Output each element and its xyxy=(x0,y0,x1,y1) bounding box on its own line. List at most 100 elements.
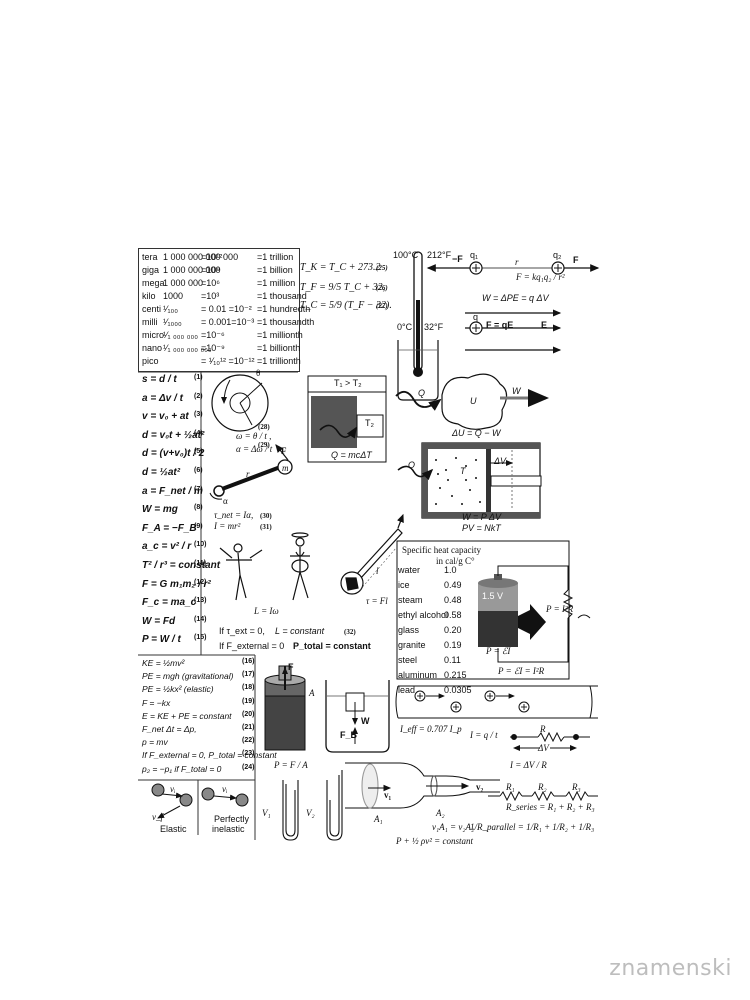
eq-text: a_c = v² / r xyxy=(142,541,192,553)
vi-label-elastic: vᵢ xyxy=(170,784,176,794)
temp-eq-26-num: (26) xyxy=(376,284,388,292)
energy-equations: KE = ½mv²(16)PE = mgh (gravitational)(17… xyxy=(142,658,277,778)
eq-number: (23) xyxy=(242,750,255,758)
parallel-resistance: 1/R_parallel = 1/R₁ + 1/R₂ + 1/R₃ xyxy=(470,822,595,832)
eq-text: a = F_net / m xyxy=(142,485,203,497)
a2-label: A₂ xyxy=(436,808,445,818)
eq-number: (18) xyxy=(242,684,255,692)
delta-v-label: ΔV xyxy=(494,456,507,466)
eq-text: E = KE + PE = constant xyxy=(142,710,232,721)
heat-value: 0.0305 xyxy=(444,685,472,695)
prefix-value: 1000 xyxy=(163,291,184,301)
eq-text: p₂ = −p₁ if F_total = 0 xyxy=(142,763,222,774)
field-e-label: E xyxy=(541,320,548,330)
eq-text: P = W / t xyxy=(142,634,181,646)
battery-circuit xyxy=(478,565,591,663)
p-total-constant: P_total = constant xyxy=(293,641,371,651)
collision-diagram xyxy=(151,783,249,819)
eq-text: PE = ½kx² (elastic) xyxy=(142,684,214,695)
eq-number: (3) xyxy=(194,411,203,419)
t2-label: T₂ xyxy=(365,418,374,428)
work-potential: W = ΔPE = q ΔV xyxy=(482,293,549,303)
kinematics-eq: W = mg(8) xyxy=(142,504,203,515)
delta-v-r-label: ΔV xyxy=(538,743,549,753)
heat-value: 0.48 xyxy=(444,595,462,605)
first-law-diagram xyxy=(395,373,549,430)
v2-tube-label: V₂ xyxy=(306,808,315,818)
theta-label: θ xyxy=(256,368,261,378)
eq-32: (32) xyxy=(344,628,356,636)
eq-number: (5) xyxy=(194,448,203,456)
eq-31: (31) xyxy=(260,523,272,531)
f-external-condition: If F_external = 0 xyxy=(219,641,285,651)
l-label: l xyxy=(376,566,379,576)
t1-t2-label: T₁ > T₂ xyxy=(334,378,362,388)
prefix-name: kilo xyxy=(142,291,156,301)
material: ice xyxy=(398,580,410,590)
neg-force-label: −F xyxy=(452,254,463,264)
power-ei: P = ℰI xyxy=(486,646,511,656)
eq-text: If F_external = 0, P_total = constant xyxy=(142,750,277,761)
eq-number: (6) xyxy=(194,467,203,474)
prefix-word: =1 thousand xyxy=(257,291,307,301)
eq-number: (11) xyxy=(194,560,207,567)
angular-accel-eq: α = Δω / t xyxy=(236,444,273,454)
q1-label: q₁ xyxy=(470,250,479,260)
thermo-c-top: 100°C xyxy=(393,250,419,260)
material: glass xyxy=(398,625,420,635)
energy-eq: F_net Δt = Δp,(21) xyxy=(142,724,254,734)
eq-number: (17) xyxy=(242,671,255,679)
torque-eq: τ_net = Iα, xyxy=(214,510,254,520)
eq-text: d = ½at² xyxy=(142,467,181,478)
piston-area-label: A xyxy=(309,688,315,698)
u-tubes xyxy=(282,770,343,841)
mass-label: m xyxy=(282,463,289,473)
temp-eq-25: T_K = T_C + 273.2 xyxy=(300,262,381,273)
prefix-word: =1 million xyxy=(257,278,296,288)
eq-text: F_c = ma_c xyxy=(142,597,197,609)
prefix-power: =10³ xyxy=(201,291,220,301)
eq-number: (4) xyxy=(194,429,203,437)
prefix-word: =1 hundredth xyxy=(257,304,311,314)
eq-number: (15) xyxy=(194,634,207,642)
temp-eq-27: T_C = 5/9 (T_F − 32). xyxy=(300,300,392,311)
eq-text: d = (v+v₀)t / 2 xyxy=(142,448,205,460)
prefix-power: = 0.001=10⁻³ xyxy=(201,317,255,327)
eq-text: F = −kx xyxy=(142,697,171,708)
work-pdv: W = P ΔV xyxy=(462,512,501,522)
perfectly-label: Perfectly xyxy=(214,814,250,824)
r1-label: R₁ xyxy=(506,782,515,792)
eq-number: (24) xyxy=(242,763,255,771)
thermo-c-bottom: 0°C xyxy=(397,322,413,332)
torque-fl: τ = Fl xyxy=(366,596,388,606)
material: granite xyxy=(398,640,426,650)
specific-heat-title: Specific heat capacity xyxy=(402,545,481,555)
prefix-word: =1 millionth xyxy=(257,330,303,340)
kinematics-eq: v = v₀ + at(3) xyxy=(142,411,203,422)
prefix-word: =1 billionth xyxy=(257,343,301,353)
charge-q-label: q xyxy=(473,312,479,322)
eq-number: (19) xyxy=(242,697,255,705)
prefix-name: nano xyxy=(142,343,163,353)
watermark: znamenski xyxy=(609,956,732,981)
eq-number: (7) xyxy=(194,485,203,493)
eq-number: (20) xyxy=(242,710,255,718)
temp-eq-25-num: (25) xyxy=(376,264,388,272)
eq-28: (28) xyxy=(258,423,270,431)
energy-eq: F = −kx (19) xyxy=(142,697,254,708)
prefix-row: pico= ¹⁄₁₀¹² =10⁻¹²=1 trillionth xyxy=(139,355,301,368)
prefix-power: = 0.01 =10⁻² xyxy=(201,304,252,314)
force-qe-label: F = qE xyxy=(486,320,514,330)
venturi-pipe xyxy=(345,762,500,809)
inertia-eq: I = mr² xyxy=(214,521,241,531)
eq-text: a = Δv / t xyxy=(142,392,183,404)
heat-value: 0.11 xyxy=(444,655,461,665)
kinematics-eq: s = d / t(1) xyxy=(142,374,203,385)
